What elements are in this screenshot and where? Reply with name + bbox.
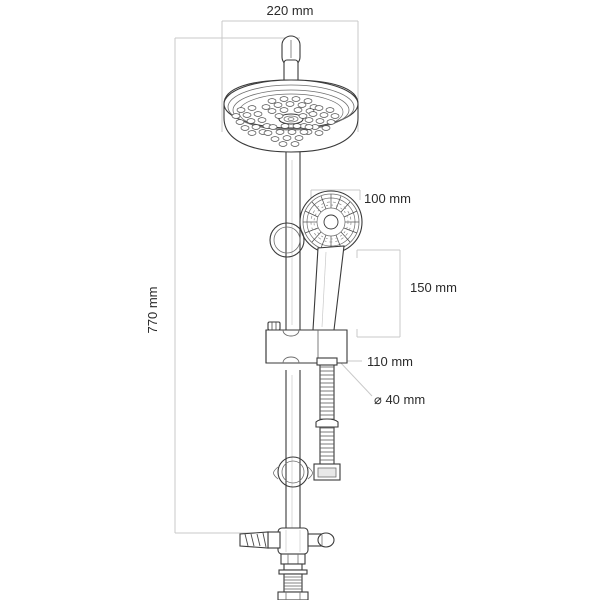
nozzle-holes xyxy=(231,96,340,147)
slider-bracket xyxy=(265,321,348,364)
dimension-label-diameter-40mm: ⌀ 40 mm xyxy=(374,392,425,407)
hand-shower xyxy=(269,190,363,331)
shower-arm xyxy=(281,35,301,87)
rail-guide-ring xyxy=(273,456,313,488)
dim-150-geometry xyxy=(356,249,401,338)
dimension-label-770mm: 770 mm xyxy=(145,287,160,334)
cross-handle xyxy=(239,531,281,549)
dimension-label-150mm: 150 mm xyxy=(410,280,457,295)
dimension-label-110mm: 110 mm xyxy=(367,354,413,369)
product-outline-group xyxy=(223,35,363,600)
mixer-valve xyxy=(239,527,335,565)
dimension-label-220mm: 220 mm xyxy=(267,3,314,18)
valve-cap xyxy=(307,532,335,548)
flexible-hose xyxy=(313,357,341,481)
dimension-lines-group xyxy=(174,20,401,534)
dim-d40-geometry xyxy=(339,361,373,397)
riser-rail xyxy=(285,152,301,535)
threaded-outlet xyxy=(277,563,309,600)
hand-shower-spray-pattern xyxy=(303,194,359,250)
rain-shower-head xyxy=(223,79,359,153)
dimension-label-100mm: 100 mm xyxy=(364,191,411,206)
